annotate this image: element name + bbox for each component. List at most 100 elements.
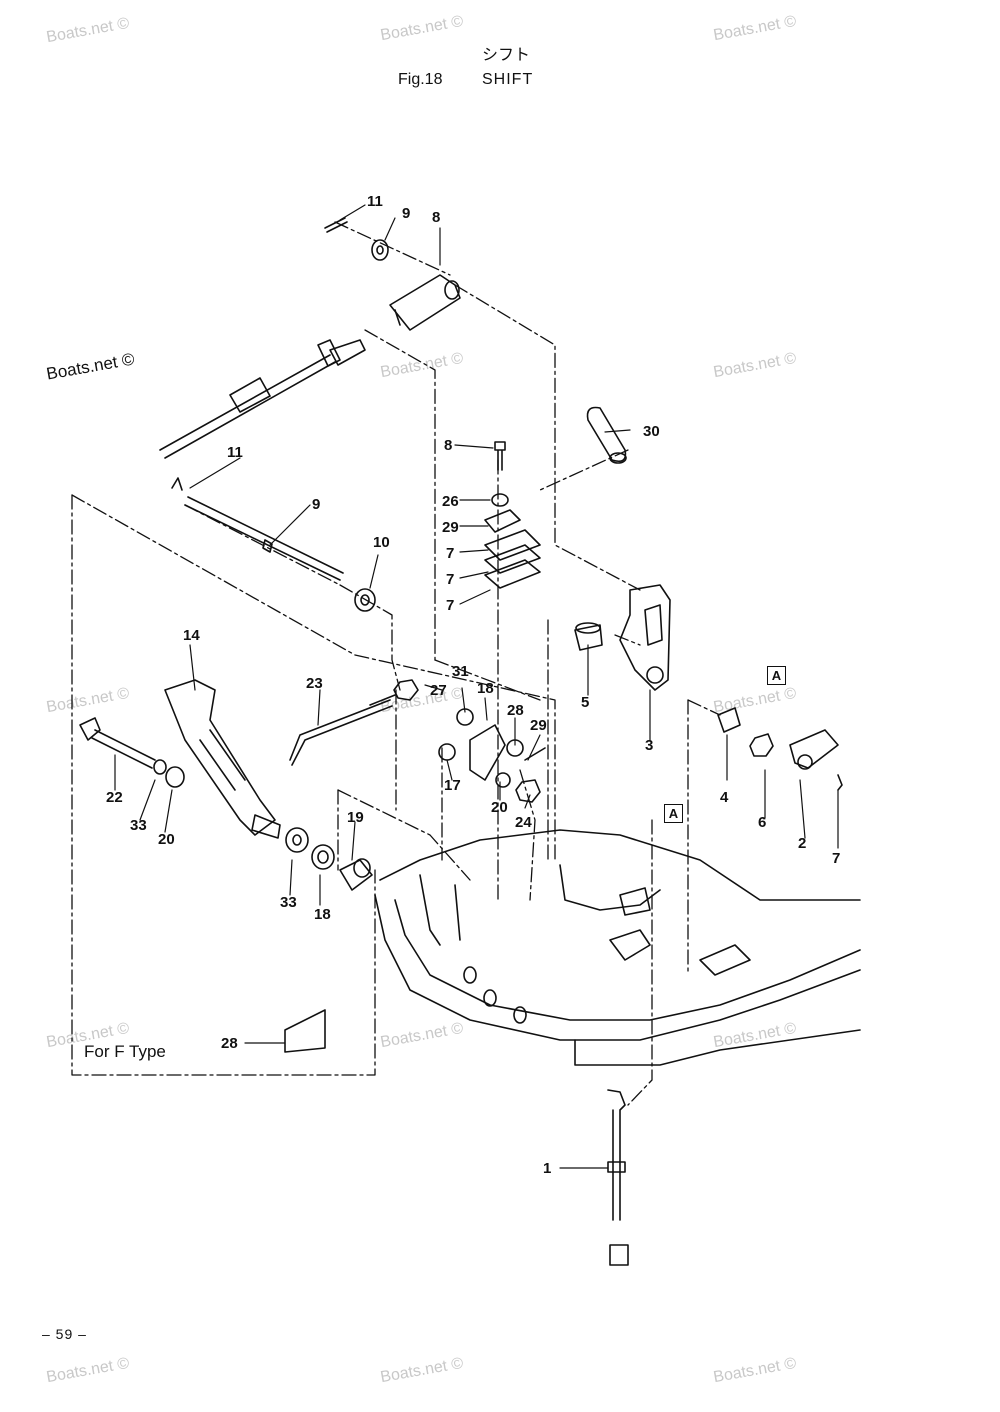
washer (317, 850, 329, 864)
lever-grip (609, 452, 627, 464)
washer (506, 739, 524, 757)
callout-number: 22 (106, 789, 123, 806)
callout-number: 20 (491, 799, 508, 816)
shift-link-rod (369, 694, 396, 706)
callout-number: 1 (543, 1160, 552, 1177)
bushing (575, 622, 601, 634)
bolt (494, 441, 506, 471)
lower-case (559, 864, 661, 911)
lower-case (483, 989, 497, 1007)
callout-number: 8 (444, 437, 453, 454)
bushing (339, 859, 373, 891)
callout-number: 2 (798, 835, 807, 852)
washer (354, 588, 376, 612)
callout-number: 29 (442, 519, 459, 536)
shift-shaft (607, 1089, 626, 1221)
pin (837, 774, 843, 791)
callout-number: 7 (446, 597, 455, 614)
plate (484, 559, 541, 589)
plate (484, 544, 541, 574)
clip (171, 477, 183, 491)
nut (749, 733, 774, 757)
callout-number: 17 (444, 777, 461, 794)
cotter-pin (324, 217, 348, 233)
shift-shaft (607, 1161, 626, 1173)
lower-case (619, 887, 651, 916)
callout-number: 6 (758, 814, 767, 831)
callout-number: 26 (442, 493, 459, 510)
callout-number: 30 (643, 423, 660, 440)
callout-number: 24 (515, 814, 532, 831)
plate (484, 509, 521, 533)
shift-rod (184, 496, 344, 581)
washer (495, 772, 511, 788)
washer (456, 708, 474, 726)
bushing (717, 707, 741, 733)
callout-number: 3 (645, 737, 654, 754)
callout-number: 9 (402, 205, 411, 222)
bushing (353, 858, 371, 878)
grommet (609, 1244, 629, 1266)
callout-number: 11 (367, 193, 383, 210)
lower-case (379, 829, 861, 901)
callout-number: 31 (452, 663, 469, 680)
washer (360, 594, 370, 606)
bushing (574, 624, 603, 651)
lower-case (463, 966, 477, 984)
washer (165, 766, 185, 788)
lever-guide (164, 679, 276, 836)
lower-case (394, 899, 861, 1021)
lever-grip (586, 406, 627, 463)
shift-lever (644, 604, 663, 646)
lower-case (574, 1029, 861, 1066)
nut (515, 779, 541, 803)
callout-number: 10 (373, 534, 390, 551)
lower-case (374, 894, 861, 1041)
cable-joint (797, 754, 813, 770)
cable-joint (394, 309, 401, 326)
lower-case (699, 944, 751, 976)
washer (376, 245, 384, 255)
bolt (79, 717, 101, 741)
page-number: – 59 – (42, 1326, 87, 1342)
washer (491, 493, 509, 507)
lower-case (609, 929, 651, 961)
shift-rod (262, 539, 273, 553)
washer (371, 239, 389, 261)
callout-number: 5 (581, 694, 590, 711)
title-japanese: シフト (482, 47, 531, 64)
callout-number: 19 (347, 809, 364, 826)
cable-joint (789, 729, 839, 769)
callout-number: 9 (312, 496, 321, 513)
callout-number: 33 (130, 817, 147, 834)
callout-number: 23 (306, 675, 323, 692)
reference-marker: A (767, 666, 786, 685)
callout-number: 14 (183, 627, 200, 644)
shift-lever (619, 584, 671, 691)
callout-number: 11 (227, 444, 243, 461)
page-title: SHIFT (482, 71, 534, 88)
shift-cable (229, 377, 271, 413)
washer (292, 834, 302, 846)
callout-number: 28 (221, 1035, 238, 1052)
lever-guide (199, 729, 246, 791)
callout-number: 7 (446, 571, 455, 588)
variant-label: For F Type (84, 1042, 166, 1061)
plate (484, 529, 541, 561)
plate (469, 724, 506, 781)
reference-marker: A (664, 804, 683, 823)
bolt (91, 729, 156, 769)
decal-label (284, 1009, 326, 1053)
shift-cable (317, 339, 341, 367)
pin (524, 747, 546, 761)
washer (311, 844, 335, 870)
lock-washer (153, 759, 167, 775)
lower-case (419, 874, 461, 946)
figure-number: Fig.18 (398, 71, 443, 88)
washer (285, 827, 309, 853)
leader-lines (114, 204, 839, 1169)
nut (393, 679, 419, 701)
callout-number: 28 (507, 702, 524, 719)
lower-case (513, 1006, 527, 1024)
